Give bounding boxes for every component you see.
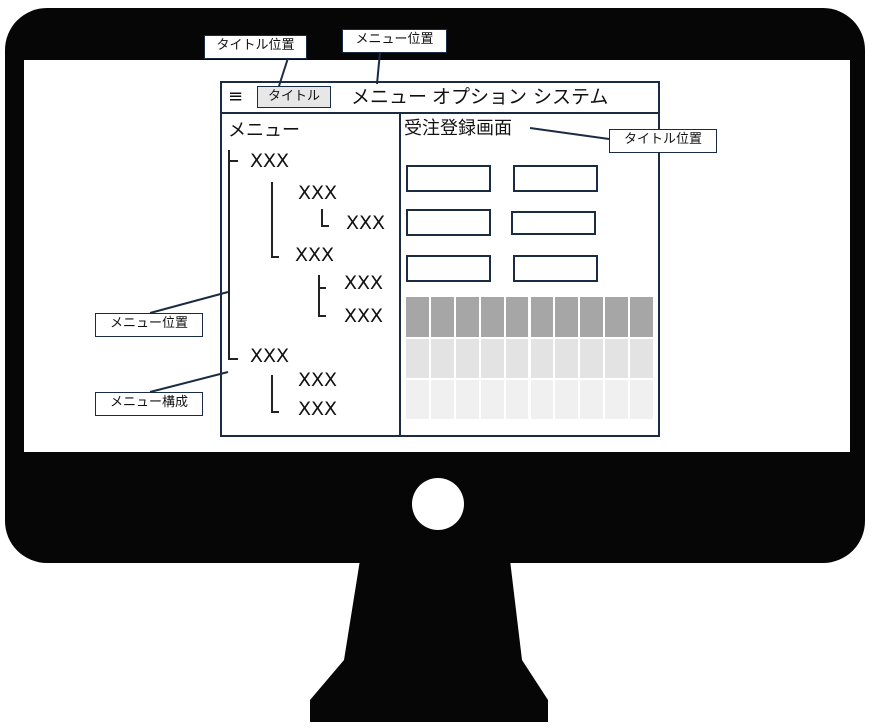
grid-cell[interactable] xyxy=(530,339,554,378)
leader-title-right xyxy=(529,127,610,140)
menubar-item-options[interactable]: オプション xyxy=(432,86,528,108)
menubar-item-menu[interactable]: メニュー xyxy=(351,86,428,108)
tree-item-level-1[interactable]: XXX xyxy=(250,345,290,367)
grid-cell[interactable] xyxy=(406,339,429,378)
tree-connector-line xyxy=(271,411,279,413)
menubar-divider xyxy=(220,112,660,114)
grid-cell[interactable] xyxy=(555,339,579,378)
grid-header-cell xyxy=(555,297,579,337)
grid-header-cell xyxy=(605,297,629,337)
tree-connector-line xyxy=(271,256,279,258)
callout-menu-position-left: メニュー位置 xyxy=(95,313,203,337)
grid-header-cell xyxy=(406,297,429,337)
tree-connector-line xyxy=(321,225,329,227)
grid-cell[interactable] xyxy=(580,339,604,378)
grid-cell[interactable] xyxy=(430,339,454,378)
tree-connector-line xyxy=(318,315,326,317)
screen-title: 受注登録画面 xyxy=(404,118,512,139)
grid-header-cell xyxy=(430,297,454,337)
tree-connector-line xyxy=(321,209,323,227)
power-button-icon xyxy=(412,478,464,530)
tree-connector-line xyxy=(228,150,230,360)
tree-connector-line xyxy=(228,358,238,360)
callout-menu-position-top: メニュー位置 xyxy=(342,29,447,53)
tree-item-level-3[interactable]: XXX xyxy=(346,212,386,234)
grid-cell[interactable] xyxy=(430,380,454,419)
callout-menu-structure: メニュー構成 xyxy=(95,392,203,416)
grid-cell[interactable] xyxy=(480,380,504,419)
leader-title-top xyxy=(278,57,289,87)
tree-connector-line xyxy=(271,375,273,413)
grid-header-cell xyxy=(580,297,604,337)
leader-menu-left xyxy=(149,291,229,314)
tree-item-level-2[interactable]: XXX xyxy=(298,369,338,391)
grid-cell[interactable] xyxy=(505,339,529,378)
grid-header-cell xyxy=(505,297,529,337)
input-field-1[interactable] xyxy=(406,165,491,192)
leader-menu-top xyxy=(376,51,381,85)
tree-connector-line xyxy=(318,275,320,317)
grid-cell[interactable] xyxy=(555,380,579,419)
input-field-6[interactable] xyxy=(513,255,598,282)
menubar-item-system[interactable]: システム xyxy=(533,86,609,108)
grid-cell[interactable] xyxy=(605,339,629,378)
hamburger-icon[interactable]: ≡ xyxy=(228,86,244,107)
leader-menu-structure xyxy=(149,371,229,393)
data-grid xyxy=(406,297,655,428)
tree-item-level-2[interactable]: XXX xyxy=(298,182,338,204)
input-field-2[interactable] xyxy=(513,165,598,192)
grid-header-cell xyxy=(530,297,554,337)
tree-connector-line xyxy=(271,182,273,258)
input-field-5[interactable] xyxy=(406,255,491,282)
grid-cell[interactable] xyxy=(455,339,479,378)
tree-connector-line xyxy=(228,160,238,162)
grid-header-cell xyxy=(480,297,504,337)
pane-divider xyxy=(399,112,401,437)
tree-item-level-2[interactable]: XXX xyxy=(298,398,338,420)
input-field-4[interactable] xyxy=(511,211,596,235)
sidebar-heading: メニュー xyxy=(228,120,300,141)
tree-connector-line xyxy=(318,287,326,289)
grid-cell[interactable] xyxy=(505,380,529,419)
callout-title-position-right: タイトル位置 xyxy=(609,129,717,153)
tree-item-level-3[interactable]: XXX xyxy=(344,305,384,327)
grid-cell[interactable] xyxy=(406,380,429,419)
grid-cell[interactable] xyxy=(455,380,479,419)
grid-cell[interactable] xyxy=(530,380,554,419)
grid-cell[interactable] xyxy=(630,339,653,378)
tree-item-level-3[interactable]: XXX xyxy=(344,272,384,294)
grid-cell[interactable] xyxy=(605,380,629,419)
grid-cell[interactable] xyxy=(630,380,653,419)
grid-header-cell xyxy=(455,297,479,337)
callout-title-position-top: タイトル位置 xyxy=(204,35,307,59)
grid-header-cell xyxy=(630,297,653,337)
tree-item-level-1[interactable]: XXX xyxy=(250,150,290,172)
grid-cell[interactable] xyxy=(580,380,604,419)
tree-item-level-2[interactable]: XXX xyxy=(295,244,335,266)
input-field-3[interactable] xyxy=(406,209,491,236)
grid-cell[interactable] xyxy=(480,339,504,378)
title-button[interactable]: タイトル xyxy=(257,86,331,108)
